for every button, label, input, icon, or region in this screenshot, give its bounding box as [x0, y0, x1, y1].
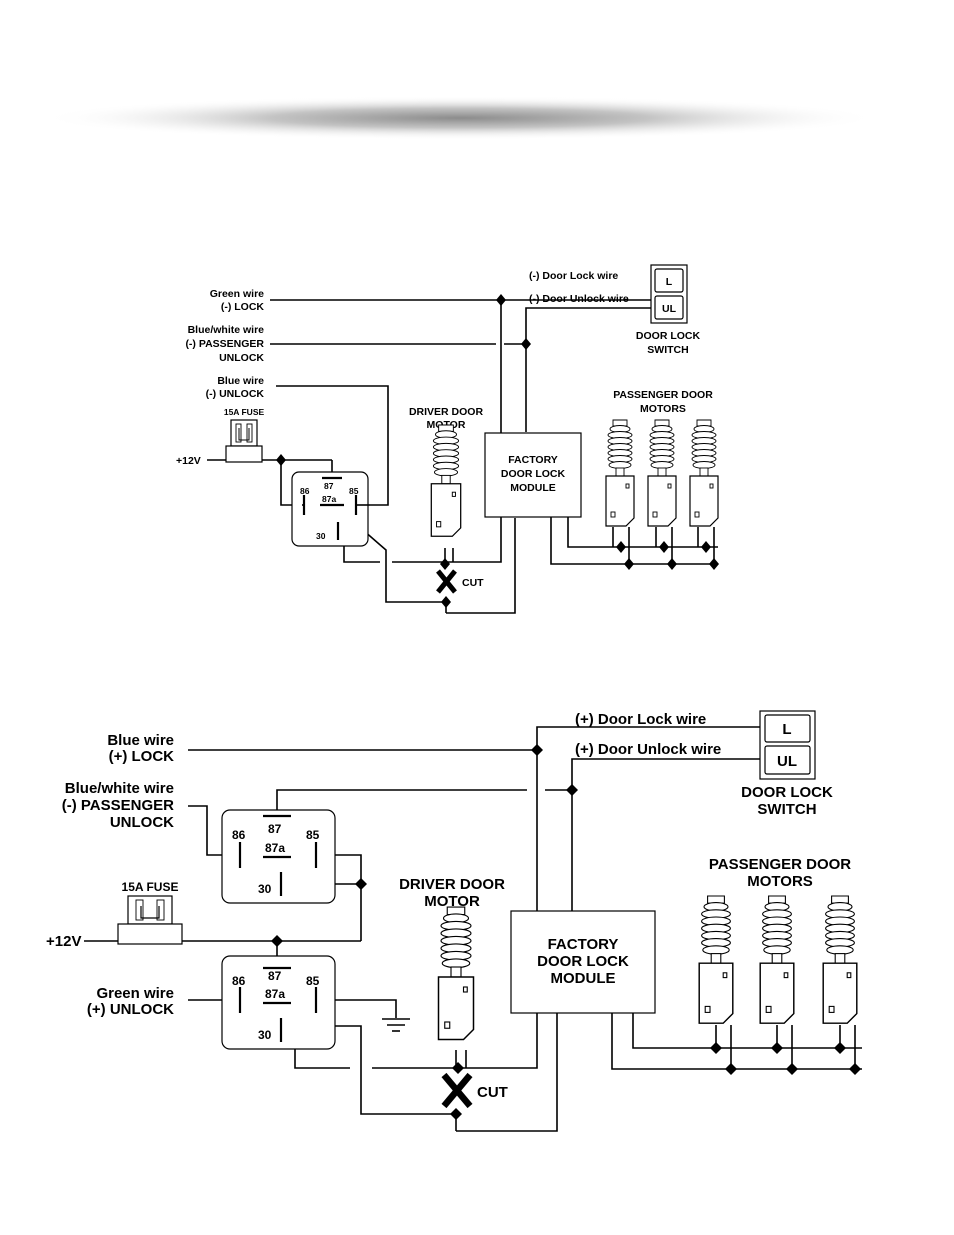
- top-door-unlock-wire-label: (-) Door Unlock wire: [529, 293, 629, 305]
- top-junction-dots: [276, 294, 719, 608]
- bottom-diagram: Blue wire (+) LOCK Blue/white wire (-) P…: [46, 710, 862, 1132]
- bottom-factory-module: [510, 910, 656, 1014]
- top-driver-motor-label-1: DRIVER DOOR: [409, 406, 484, 418]
- top-module-label-3: MODULE: [510, 482, 556, 494]
- top-relay-pin-85: 85: [349, 486, 359, 496]
- top-driver-motor-icon: [430, 424, 462, 537]
- bottom-ground-icon: [382, 1018, 410, 1032]
- bottom-bluewhite-wire-label-1: Blue/white wire: [65, 780, 174, 797]
- bottom-relay-1-pin-87: 87: [268, 822, 282, 836]
- bottom-relay-1-pin-30: 30: [258, 882, 272, 896]
- top-passenger-motor-icon: [605, 419, 719, 527]
- top-switch-label-1: DOOR LOCK: [636, 330, 701, 342]
- top-bluewhite-wire-label-1: Blue/white wire: [188, 324, 265, 336]
- top-relay-pin-87: 87: [324, 481, 334, 491]
- bottom-switch-ul: UL: [777, 753, 797, 770]
- bottom-fuse-icon: [117, 895, 183, 945]
- bottom-switch-label-1: DOOR LOCK: [741, 784, 833, 801]
- bottom-passenger-motors-label-1: PASSENGER DOOR: [709, 856, 851, 873]
- top-factory-module: [484, 432, 582, 518]
- bottom-bluewhite-wire-label-3: UNLOCK: [110, 814, 174, 831]
- top-diagram: Green wire (-) LOCK Blue/white wire (-) …: [176, 264, 719, 614]
- top-plus12v-label: +12V: [176, 455, 201, 467]
- bottom-relay-2: 87 86 87a 85 30: [221, 955, 336, 1050]
- top-cut-x-icon: [436, 569, 457, 594]
- top-switch-l: L: [666, 276, 673, 288]
- bottom-green-wire-label-2: (+) UNLOCK: [87, 1001, 174, 1018]
- bottom-switch-label-2: SWITCH: [757, 801, 816, 818]
- top-relay-pin-86: 86: [300, 486, 310, 496]
- bottom-junction-dots: [271, 744, 861, 1120]
- bottom-door-lock-wire-label: (+) Door Lock wire: [575, 711, 706, 728]
- bottom-relay-2-pin-87a: 87a: [265, 987, 285, 1001]
- bottom-door-unlock-wire-label: (+) Door Unlock wire: [575, 741, 721, 758]
- top-relay: 87 86 87a 85 30: [291, 471, 370, 547]
- bottom-blue-wire-label-1: Blue wire: [107, 732, 174, 749]
- bottom-driver-motor-icon: [437, 906, 475, 1041]
- bottom-relay-1-pin-87a: 87a: [265, 841, 285, 855]
- top-green-wire-label-2: (-) LOCK: [221, 301, 265, 313]
- top-relay-pin-30: 30: [316, 531, 326, 541]
- bottom-relay-1-pin-85: 85: [306, 828, 320, 842]
- bottom-switch-l: L: [782, 721, 791, 738]
- top-door-lock-wire-label: (-) Door Lock wire: [529, 270, 618, 282]
- top-fuse-label: 15A FUSE: [224, 407, 265, 417]
- top-module-label-1: FACTORY: [508, 454, 558, 466]
- bottom-bluewhite-wire-label-2: (-) PASSENGER: [62, 797, 174, 814]
- bottom-cut-x-icon: [441, 1072, 473, 1109]
- bottom-fuse-label: 15A FUSE: [122, 880, 179, 894]
- bottom-blue-wire-label-2: (+) LOCK: [109, 748, 175, 765]
- top-passenger-motors-label-2: MOTORS: [640, 403, 686, 415]
- bottom-passenger-motor-icon: [698, 895, 858, 1024]
- bottom-module-label-1: FACTORY: [548, 936, 619, 953]
- top-green-wire-label-1: Green wire: [210, 288, 264, 300]
- top-fuse-icon: [225, 419, 263, 463]
- top-switch-ul: UL: [662, 303, 677, 315]
- bottom-module-label-2: DOOR LOCK: [537, 953, 629, 970]
- header-shadow-bar: [40, 96, 880, 140]
- top-door-lock-switch: L UL: [650, 264, 688, 324]
- top-blue-wire-label-1: Blue wire: [217, 375, 264, 387]
- top-wiring: [207, 299, 718, 614]
- bottom-relay-2-pin-86: 86: [232, 974, 246, 988]
- bottom-module-label-3: MODULE: [551, 970, 616, 987]
- bottom-relay-1: 87 86 87a 85 30: [221, 809, 336, 904]
- top-relay-pin-87a: 87a: [322, 494, 336, 504]
- bottom-relay-2-pin-85: 85: [306, 974, 320, 988]
- bottom-green-wire-label-1: Green wire: [96, 985, 174, 1002]
- top-blue-wire-label-2: (-) UNLOCK: [206, 388, 265, 400]
- top-cut-label: CUT: [462, 577, 484, 589]
- bottom-driver-motor-label-1: DRIVER DOOR: [399, 876, 505, 893]
- bottom-relay-1-pin-86: 86: [232, 828, 246, 842]
- bottom-driver-motor-label-2: MOTOR: [424, 893, 480, 910]
- bottom-door-lock-switch: L UL: [759, 710, 816, 780]
- bottom-relay-2-pin-30: 30: [258, 1028, 272, 1042]
- bottom-passenger-motors-label-2: MOTORS: [747, 873, 813, 890]
- bottom-cut-label: CUT: [477, 1084, 508, 1101]
- top-bluewhite-wire-label-2: (-) PASSENGER: [185, 338, 264, 350]
- top-module-label-2: DOOR LOCK: [501, 468, 566, 480]
- bottom-plus12v-label: +12V: [46, 933, 81, 950]
- top-passenger-motors-label-1: PASSENGER DOOR: [613, 389, 713, 401]
- top-bluewhite-wire-label-3: UNLOCK: [219, 352, 264, 364]
- top-switch-label-2: SWITCH: [647, 344, 688, 356]
- bottom-relay-2-pin-87: 87: [268, 969, 282, 983]
